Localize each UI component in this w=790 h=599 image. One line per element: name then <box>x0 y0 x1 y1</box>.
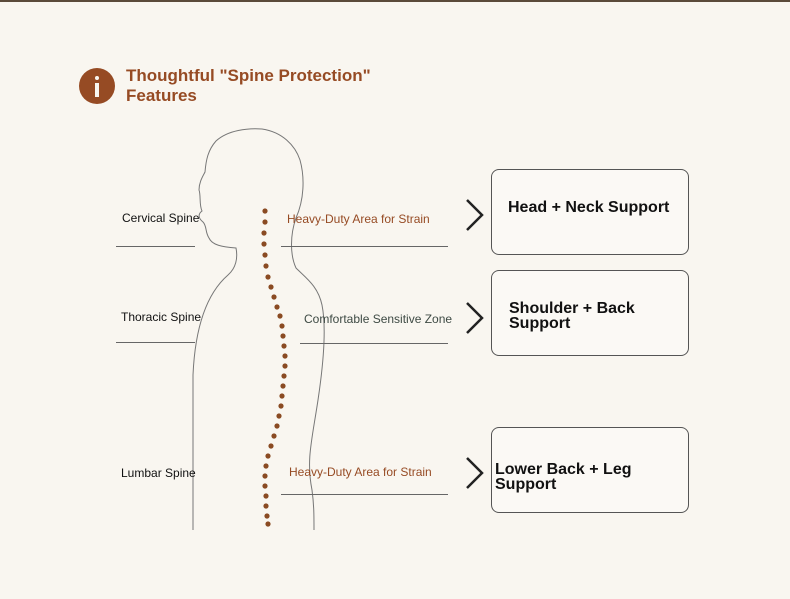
thoracic-zone-rule <box>300 343 448 344</box>
spine-dot <box>265 521 271 527</box>
spine-dot <box>262 219 268 225</box>
top-border <box>0 0 790 2</box>
thoracic-spine-rule <box>116 342 195 343</box>
head-neck-support-label: Head + Neck Support <box>508 199 670 216</box>
chevron-right-icon <box>466 199 484 231</box>
chevron-right-icon <box>466 457 484 489</box>
spine-dot <box>268 284 274 290</box>
lumbar-zone-label: Heavy-Duty Area for Strain <box>289 465 432 479</box>
lumbar-zone-rule <box>281 494 448 495</box>
spine-dot <box>265 453 271 459</box>
spine-dot <box>274 304 280 310</box>
cervical-spine-rule <box>116 246 195 247</box>
spine-dot <box>268 443 274 449</box>
info-icon <box>79 68 115 104</box>
spine-dot <box>261 230 267 236</box>
cervical-zone-label: Heavy-Duty Area for Strain <box>287 212 430 226</box>
spine-dot <box>263 493 269 499</box>
spine-dot <box>262 208 268 214</box>
spine-dot <box>278 403 284 409</box>
spine-dot <box>271 433 277 439</box>
spine-dot <box>263 463 269 469</box>
spine-dot <box>280 383 286 389</box>
spine-dot <box>279 393 285 399</box>
spine-dot <box>261 241 267 247</box>
shoulder-back-support-card <box>491 270 689 356</box>
spine-dot <box>265 274 271 280</box>
lumbar-spine-label: Lumbar Spine <box>121 466 196 480</box>
spine-dot <box>282 353 288 359</box>
section-title: Thoughtful "Spine Protection" Features <box>126 66 371 105</box>
thoracic-zone-label: Comfortable Sensitive Zone <box>304 312 453 326</box>
spine-dot <box>281 373 287 379</box>
shoulder-back-support-label: Shoulder + Back Support <box>509 300 635 332</box>
lower-back-leg-support-label: Lower Back + Leg Support <box>495 461 632 493</box>
spine-dot <box>264 513 270 519</box>
chevron-right-icon <box>466 302 484 334</box>
spine-dot <box>274 423 280 429</box>
section-header: Thoughtful "Spine Protection" Features <box>79 66 376 106</box>
spine-dot <box>271 294 277 300</box>
spine-dot <box>282 363 288 369</box>
spine-dot <box>277 313 283 319</box>
spine-dot <box>262 473 268 479</box>
spine-dot <box>263 263 269 269</box>
thoracic-spine-label: Thoracic Spine <box>121 310 202 324</box>
spine-dot <box>263 503 269 509</box>
spine-dot <box>279 323 285 329</box>
lower-back-leg-support-card <box>491 427 689 513</box>
head-neck-support-card <box>491 169 689 255</box>
spine-dot <box>280 333 286 339</box>
cervical-zone-rule <box>281 246 448 247</box>
cervical-spine-label: Cervical Spine <box>122 211 200 225</box>
spine-dot <box>276 413 282 419</box>
spine-dot <box>281 343 287 349</box>
spine-dot <box>262 252 268 258</box>
spine-dot <box>262 483 268 489</box>
